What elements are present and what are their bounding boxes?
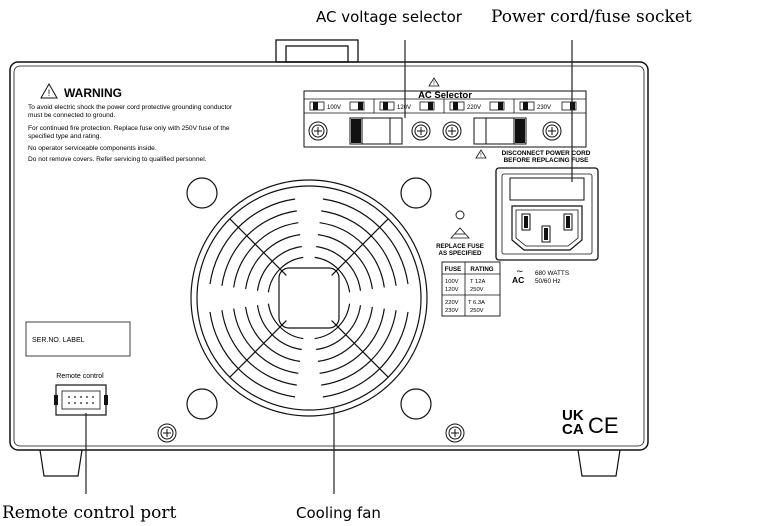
fuse-table-cell: 230V: [445, 308, 459, 314]
warning-line: For continued fire protection. Replace f…: [28, 125, 230, 132]
fuse-table-cell: 100V: [445, 279, 459, 285]
voltage-label: 230V: [537, 105, 551, 111]
fuse-table-header: FUSE: [445, 266, 462, 273]
screw-icon: [445, 423, 465, 443]
ukca-mark: UK: [562, 407, 584, 424]
serial-number-label: SER.NO. LABEL: [25, 321, 131, 357]
fan-guard-spoke: [331, 218, 389, 276]
fuse-table-cell: T 12A: [470, 279, 485, 285]
warning-line: must be connected to ground.: [28, 112, 115, 119]
fan-hub: [278, 267, 340, 329]
iec-inlet[interactable]: [511, 205, 583, 251]
voltage-position-230v: 230V: [519, 101, 577, 111]
serial-label-text: SER.NO. LABEL: [32, 337, 85, 344]
port-pins: [68, 396, 94, 404]
feet: [39, 449, 621, 477]
voltage-label: 220V: [467, 105, 481, 111]
disconnect-line: BEFORE REPLACING FUSE: [504, 157, 590, 164]
callout-ac-voltage-selector: AC voltage selector: [316, 8, 463, 26]
ac-frequency: 50/60 Hz: [535, 278, 561, 285]
fuse-table-cell: 120V: [445, 287, 459, 293]
ac-watts: 680 WATTS: [535, 270, 569, 277]
selector-warning-icon: !: [428, 77, 440, 87]
ukca-mark: CA: [562, 421, 584, 438]
ac-symbol: AC: [512, 275, 524, 285]
panel-body: [9, 61, 649, 451]
callout-power-cord-fuse-socket: Power cord/fuse socket: [491, 7, 692, 27]
indicator-hole: [455, 210, 465, 220]
screw-icon: [442, 121, 462, 141]
warning-block: ! WARNING To avoid electric shock the po…: [28, 82, 233, 163]
voltage-label: 120V: [397, 105, 411, 111]
fan-guard-outer-ring: [190, 179, 428, 417]
warning-line: To avoid electric shock the power cord p…: [28, 104, 233, 111]
top-handle: [275, 39, 359, 63]
warning-line: Do not remove covers. Refer servicing to…: [28, 156, 207, 163]
voltage-position-120v: 120V: [379, 101, 435, 111]
warning-line: No operator serviceable components insid…: [28, 145, 157, 152]
remote-control-port[interactable]: Remote control: [54, 373, 108, 416]
ac-rating: ∼ AC 680 WATTS 50/60 Hz: [512, 266, 569, 285]
certification-marks: UK CA CE: [562, 407, 619, 438]
screw-icon: [411, 121, 431, 141]
fuse-table-cell: T 6.3A: [468, 300, 485, 306]
warning-line: specified type and rating.: [28, 133, 101, 140]
power-inlet-fuse-socket[interactable]: [495, 167, 599, 261]
fuse-table-header: RATING: [470, 266, 493, 273]
disconnect-notice: ! DISCONNECT POWER CORD BEFORE REPLACING…: [475, 149, 591, 164]
svg-text:!: !: [48, 88, 51, 98]
disconnect-line: DISCONNECT POWER CORD: [502, 150, 591, 157]
ac-selector: ! AC Selector 100V 120V 220V: [303, 77, 587, 148]
fuse-table-cell: 250V: [470, 287, 484, 293]
replace-fuse-notice: REPLACE FUSE AS SPECIFIED: [436, 210, 484, 257]
fan-guard-spoke: [331, 320, 389, 378]
replace-fuse-line: REPLACE FUSE: [436, 243, 484, 250]
voltage-position-220v: 220V: [449, 101, 505, 111]
cooling-fan-guard: [190, 179, 428, 417]
callout-leaders: [85, 40, 573, 494]
replace-fuse-line: AS SPECIFIED: [439, 250, 483, 257]
fuse-table-cell: 250V: [470, 308, 484, 314]
voltage-label: 100V: [327, 105, 341, 111]
voltage-selector-switch[interactable]: [473, 117, 527, 145]
voltage-selector-switch[interactable]: [349, 117, 403, 145]
svg-text:!: !: [480, 153, 482, 159]
callout-cooling-fan: Cooling fan: [296, 504, 381, 522]
panel-inner-edge: [13, 65, 645, 447]
fuse-drawer[interactable]: [509, 177, 585, 201]
ac-tilde-icon: ∼: [516, 266, 524, 276]
fan-guard-spoke: [229, 320, 287, 378]
fan-guard-ring: [196, 185, 422, 411]
fuse-triangle-icon: [450, 227, 470, 239]
svg-text:!: !: [433, 81, 435, 87]
ac-selector-frame: [303, 90, 587, 148]
fan-mount-holes: [186, 177, 432, 420]
screw-icon: [157, 423, 177, 443]
ac-selector-title: AC Selector: [418, 90, 472, 101]
fuse-rating-table: FUSE RATING 100V 120V T 12A 250V 220V 23…: [441, 261, 501, 317]
callout-remote-control-port: Remote control port: [2, 503, 176, 523]
fuse-table-cell: 220V: [445, 300, 459, 306]
warning-triangle-icon: !: [40, 82, 58, 99]
fan-guard-spoke: [229, 218, 287, 276]
caution-triangle-icon: !: [475, 149, 487, 159]
voltage-position-100v: 100V: [309, 101, 365, 111]
remote-control-label: Remote control: [56, 373, 104, 380]
screw-icon: [542, 121, 562, 141]
screw-icon: [308, 121, 328, 141]
warning-title: WARNING: [64, 86, 122, 100]
ce-mark: CE: [588, 413, 619, 438]
